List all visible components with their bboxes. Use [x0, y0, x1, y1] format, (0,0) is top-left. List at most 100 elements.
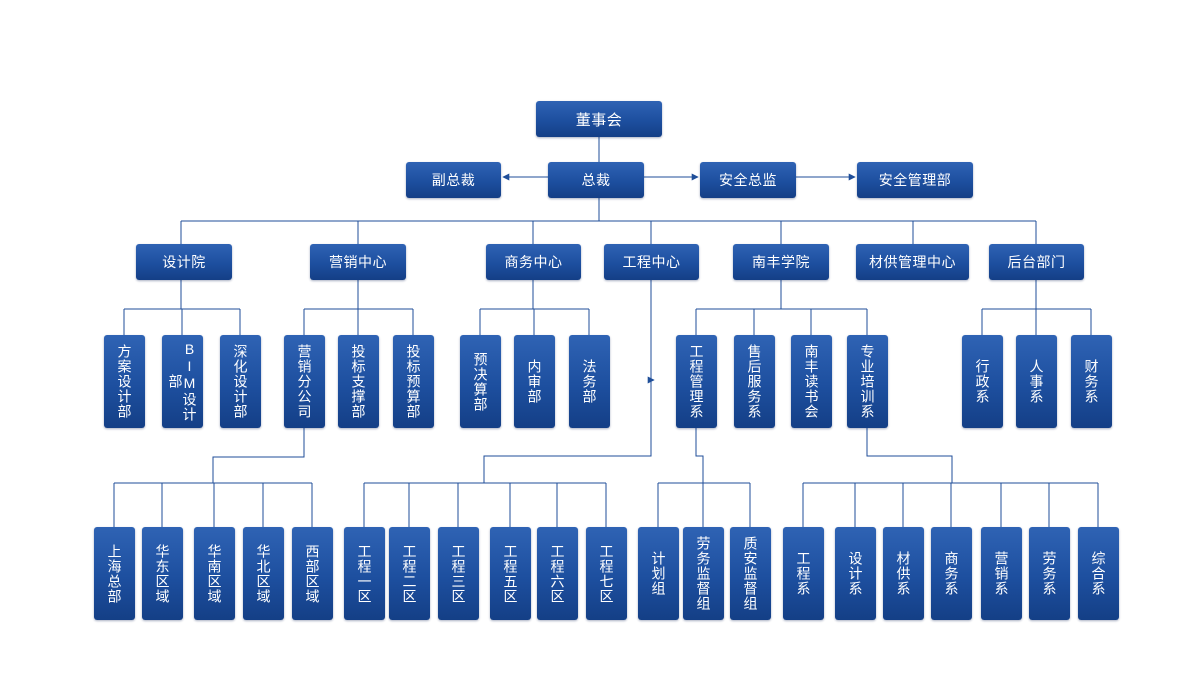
zone-7[interactable]: 工程七区	[586, 527, 627, 620]
training-trunk	[866, 428, 953, 483]
vice-president-label: 副总裁	[431, 172, 476, 188]
dept-business-center[interactable]: 商务中心	[486, 244, 581, 280]
unit-label: 财务系	[1083, 359, 1100, 404]
board-node[interactable]: 董事会	[536, 101, 662, 137]
region-south[interactable]: 华南区域	[194, 527, 235, 620]
dept-materials-center[interactable]: 材供管理中心	[856, 244, 969, 280]
unit-label: BIM设计部	[167, 341, 198, 422]
training-materials[interactable]: 材供系	[883, 527, 924, 620]
unit-admin[interactable]: 行政系	[962, 335, 1003, 428]
group-quality-safety[interactable]: 质安监督组	[730, 527, 771, 620]
unit-bid-support[interactable]: 投标支撑部	[338, 335, 379, 428]
dept-marketing-center[interactable]: 营销中心	[310, 244, 406, 280]
unit-pro-training[interactable]: 专业培训系	[847, 335, 888, 428]
unit-label: 预决算部	[472, 351, 489, 412]
safety-dept-node[interactable]: 安全管理部	[857, 162, 973, 198]
unit-label: 售后服务系	[746, 344, 763, 419]
dept-label: 营销中心	[329, 254, 387, 270]
dept-nanfeng-academy[interactable]: 南丰学院	[733, 244, 829, 280]
unit-scheme-design[interactable]: 方案设计部	[104, 335, 145, 428]
safety-dept-label: 安全管理部	[878, 172, 952, 188]
training-label: 综合系	[1090, 551, 1107, 596]
president-label: 总裁	[581, 172, 611, 188]
group-labor-supervision[interactable]: 劳务监督组	[683, 527, 724, 620]
unit-bim-design[interactable]: BIM设计部	[162, 335, 203, 428]
zone-3[interactable]: 工程三区	[438, 527, 479, 620]
training-label: 商务系	[943, 551, 960, 596]
unit-legal[interactable]: 法务部	[569, 335, 610, 428]
zone-label: 工程六区	[549, 543, 566, 604]
group-planning[interactable]: 计划组	[638, 527, 679, 620]
engmgmt-trunk	[695, 428, 704, 483]
academy-bus-line	[696, 280, 867, 310]
marketing-branch-trunk	[212, 428, 305, 483]
unit-detail-design[interactable]: 深化设计部	[220, 335, 261, 428]
unit-marketing-branch[interactable]: 营销分公司	[284, 335, 325, 428]
dept-back-office[interactable]: 后台部门	[989, 244, 1084, 280]
training-business[interactable]: 商务系	[931, 527, 972, 620]
dept-label: 商务中心	[504, 254, 563, 270]
unit-bid-budget[interactable]: 投标预算部	[393, 335, 434, 428]
region-label: 华南区域	[206, 543, 223, 604]
training-label: 工程系	[795, 551, 812, 596]
unit-hr[interactable]: 人事系	[1016, 335, 1057, 428]
president-node[interactable]: 总裁	[548, 162, 644, 198]
unit-label: 南丰读书会	[803, 344, 820, 419]
dept-engineering-center[interactable]: 工程中心	[604, 244, 699, 280]
region-west[interactable]: 西部区域	[292, 527, 333, 620]
zone-label: 工程三区	[450, 543, 467, 604]
training-general[interactable]: 综合系	[1078, 527, 1119, 620]
zone-label: 工程一区	[356, 543, 373, 604]
unit-label: 投标预算部	[405, 344, 422, 419]
group-label: 计划组	[650, 551, 667, 596]
training-label: 材供系	[895, 551, 912, 596]
unit-label: 内审部	[526, 359, 543, 404]
region-shanghai-hq[interactable]: 上海总部	[94, 527, 135, 620]
group-label: 质安监督组	[742, 536, 759, 611]
unit-label: 营销分公司	[296, 344, 313, 419]
training-label: 营销系	[993, 551, 1010, 596]
training-design[interactable]: 设计系	[835, 527, 876, 620]
region-label: 华东区域	[154, 543, 171, 604]
safety-director-label: 安全总监	[719, 172, 777, 188]
backoffice-bus-line	[982, 280, 1091, 310]
unit-label: 人事系	[1028, 359, 1045, 404]
unit-label: 深化设计部	[232, 344, 249, 419]
region-label: 上海总部	[106, 543, 123, 604]
unit-finance[interactable]: 财务系	[1071, 335, 1112, 428]
training-label: 劳务系	[1041, 551, 1058, 596]
unit-internal-audit[interactable]: 内审部	[514, 335, 555, 428]
unit-label: 行政系	[974, 359, 991, 404]
vice-president-node[interactable]: 副总裁	[406, 162, 501, 198]
board-label: 董事会	[575, 111, 623, 129]
marketing-bus-line	[304, 280, 413, 310]
dept-design-institute[interactable]: 设计院	[136, 244, 232, 280]
training-labor[interactable]: 劳务系	[1029, 527, 1070, 620]
dept-label: 南丰学院	[752, 254, 810, 270]
zone-2[interactable]: 工程二区	[389, 527, 430, 620]
training-marketing[interactable]: 营销系	[981, 527, 1022, 620]
zone-label: 工程七区	[598, 543, 615, 604]
safety-director-node[interactable]: 安全总监	[700, 162, 796, 198]
design-bus-line	[124, 280, 240, 310]
group-label: 劳务监督组	[695, 536, 712, 611]
dept-label: 后台部门	[1007, 254, 1066, 270]
zone-6[interactable]: 工程六区	[537, 527, 578, 620]
training-engineering[interactable]: 工程系	[783, 527, 824, 620]
unit-label: 专业培训系	[859, 344, 876, 419]
dept-label: 设计院	[162, 254, 206, 270]
training-label: 设计系	[847, 551, 864, 596]
zone-5[interactable]: 工程五区	[490, 527, 531, 620]
unit-reading-club[interactable]: 南丰读书会	[791, 335, 832, 428]
zone-1[interactable]: 工程一区	[344, 527, 385, 620]
unit-label: 法务部	[581, 359, 598, 404]
unit-after-sales[interactable]: 售后服务系	[734, 335, 775, 428]
unit-budget-settlement[interactable]: 预决算部	[460, 335, 501, 428]
zone-label: 工程二区	[401, 543, 418, 604]
zone-label: 工程五区	[502, 543, 519, 604]
unit-engineering-mgmt[interactable]: 工程管理系	[676, 335, 717, 428]
region-east[interactable]: 华东区域	[142, 527, 183, 620]
region-north[interactable]: 华北区域	[243, 527, 284, 620]
